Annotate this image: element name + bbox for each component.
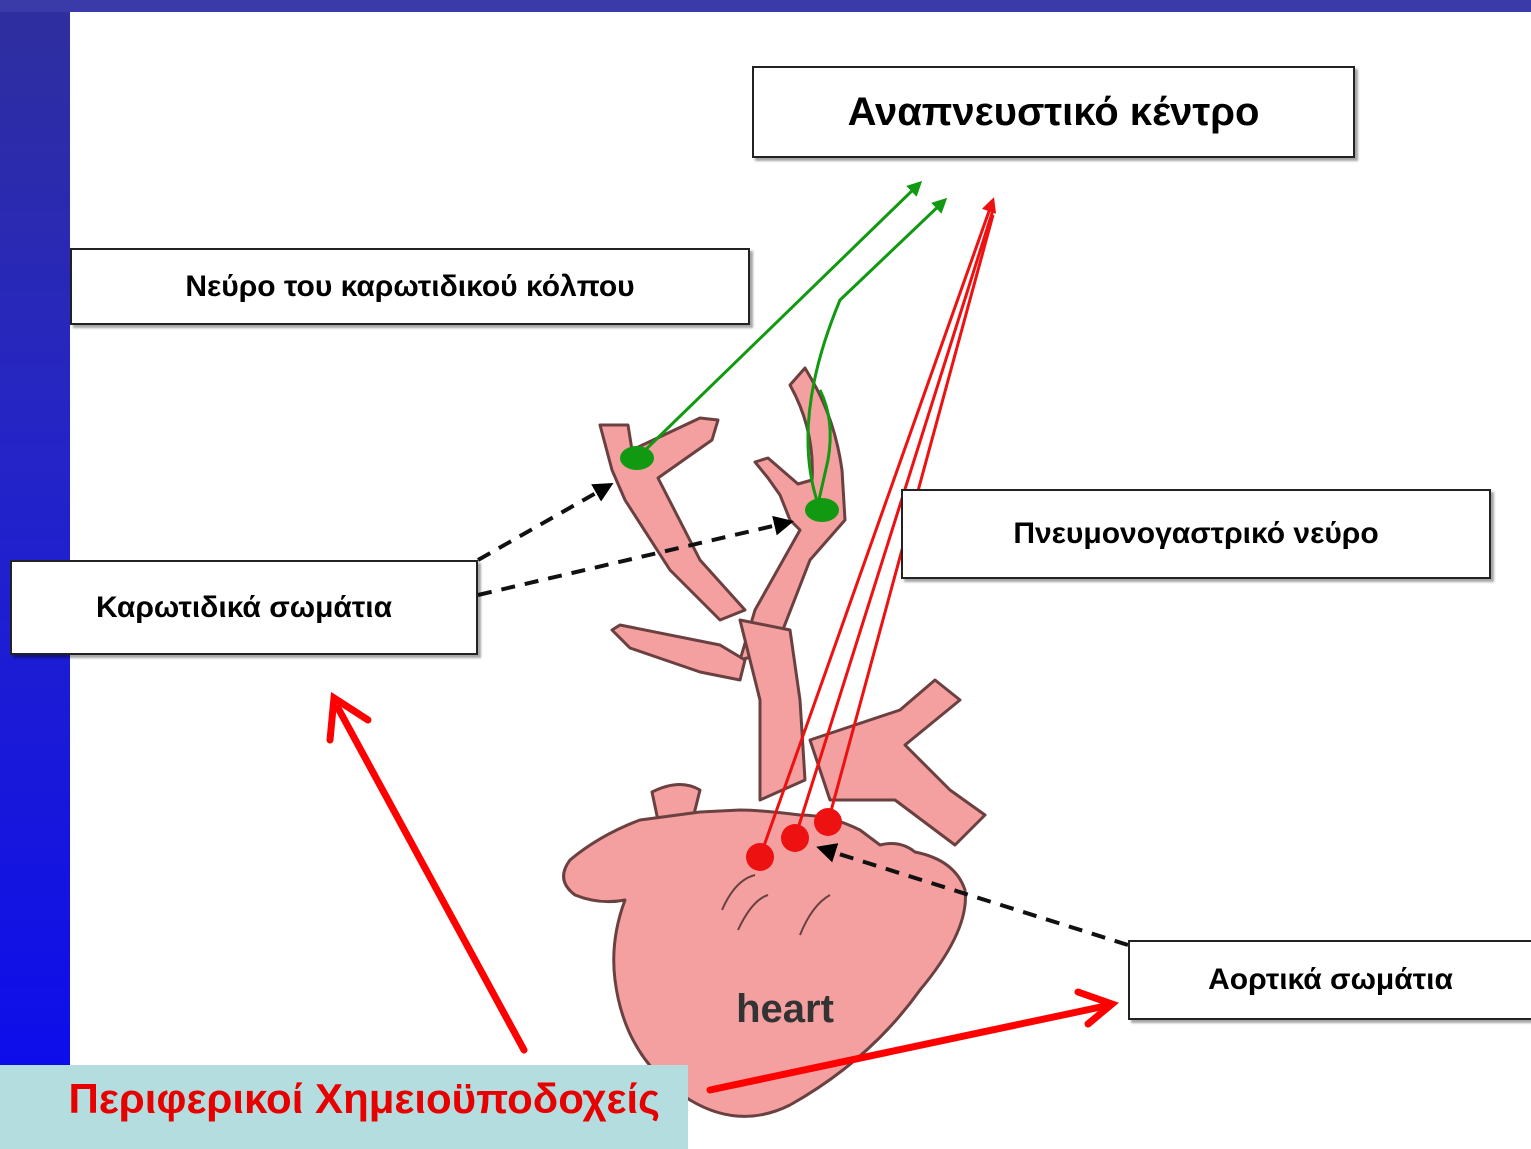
aortic-trunk	[740, 620, 805, 800]
aortic-body-3	[814, 808, 842, 836]
left-subclavian-artery	[612, 625, 745, 680]
carotid-body-left	[620, 446, 654, 470]
heart-label: heart	[736, 987, 834, 1031]
footer-text: Περιφερικοί Χημειοϋποδοχείς	[68, 1075, 660, 1123]
respiratory-center-label: Αναπνευστικό κέντρο	[752, 66, 1355, 158]
left-carotid-artery	[600, 418, 745, 620]
carotid-bodies-label: Καρωτιδικά σωμάτια	[10, 560, 478, 655]
aortic-body-2	[781, 824, 809, 852]
carotid-sinus-nerve-label: Νεύρο του καρωτιδικού κόλπου	[70, 248, 750, 325]
peripheral-chemoreceptors-label: Περιφερικοί Χημειοϋποδοχείς	[0, 1065, 688, 1149]
aortic-body-1	[746, 843, 774, 871]
vagus-nerve-label: Πνευμονογαστρικό νεύρο	[901, 489, 1491, 579]
carotid-body-right	[805, 498, 839, 522]
aortic-bodies-label: Αορτικά σωμάτια	[1128, 940, 1531, 1020]
